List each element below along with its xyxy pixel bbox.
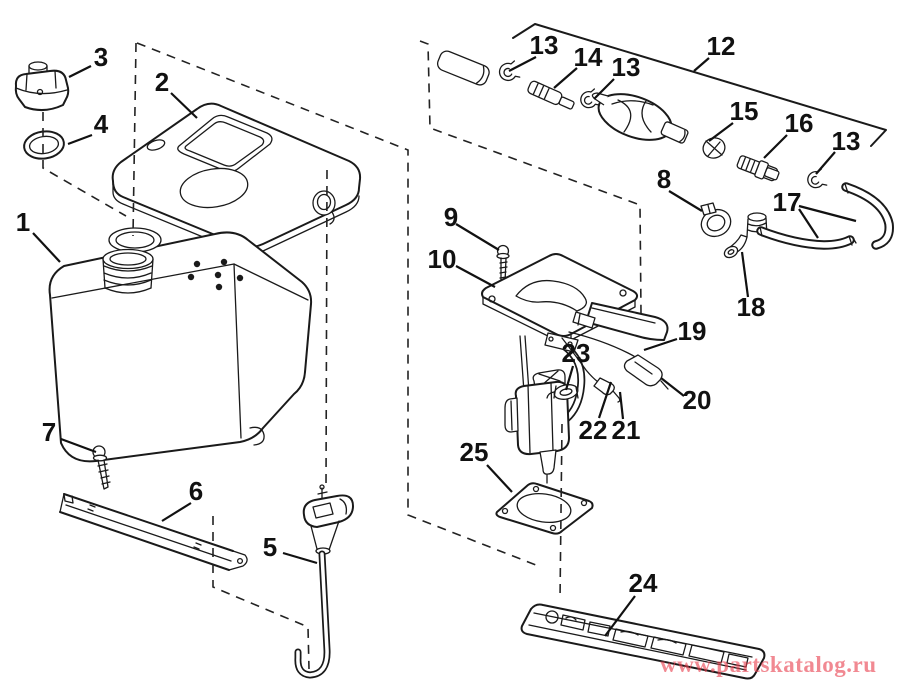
leader-line-2 (170, 92, 198, 119)
callout-label-17: 17 (773, 187, 802, 217)
callout-label-16: 16 (785, 108, 814, 138)
inline-filter (591, 92, 689, 144)
part-flange-gasket (495, 482, 594, 535)
callout-label-18: 18 (737, 292, 766, 322)
pump-outlet-arm (572, 302, 669, 341)
leader-line-25 (486, 464, 513, 493)
part-decal-plate (520, 603, 766, 680)
part-hose-clamp (700, 202, 732, 238)
callout-label-14: 14 (574, 42, 603, 72)
wire-with-connector-19-20 (568, 331, 669, 390)
fitting-16 (736, 155, 780, 182)
part-hoses (756, 182, 894, 250)
hose-stub (436, 50, 490, 86)
callout-label-7: 7 (42, 417, 56, 447)
callout-label-4: 4 (94, 109, 109, 139)
pump-filter-body (504, 380, 570, 484)
leader-line-19 (643, 337, 678, 352)
leader-line-21 (618, 391, 625, 420)
clamp-15 (702, 137, 726, 159)
leader-line-3 (68, 65, 92, 78)
tank-vent-dots (187, 258, 244, 291)
clip-13a (498, 60, 521, 82)
leader-line-5 (282, 551, 318, 565)
part-pickup-tube (294, 484, 354, 679)
tank-opening-ring (108, 227, 162, 253)
callout-label-25: 25 (460, 437, 489, 467)
watermark-text: www.partskatalog.ru (660, 652, 877, 677)
leader-line-13 (508, 56, 537, 72)
callout-label-8: 8 (657, 164, 671, 194)
leader-line-23 (564, 365, 575, 391)
leader-line-7 (60, 437, 97, 454)
callout-label-20: 20 (683, 385, 712, 415)
leader-line-18 (740, 251, 750, 298)
leader-line-16 (763, 134, 788, 159)
part-filler-cap (14, 61, 70, 111)
callout-label-21: 21 (612, 415, 641, 445)
callout-label-9: 9 (444, 202, 458, 232)
leader-line-6 (161, 502, 192, 522)
leader-line-20 (660, 377, 685, 397)
fuel-line-kit (436, 23, 887, 189)
leader-line-22 (597, 381, 613, 419)
callout-label-6: 6 (189, 476, 203, 506)
callout-label-23: 23 (562, 338, 591, 368)
tank-filler-neck (102, 248, 154, 294)
callout-label-3: 3 (94, 42, 108, 72)
kit-bracket-line (512, 23, 887, 147)
fitting-14 (527, 80, 575, 110)
leader-line-12 (693, 57, 710, 72)
callout-label-12: 12 (707, 31, 736, 61)
leader-line-1 (32, 232, 61, 263)
callout-label-1: 1 (16, 207, 30, 237)
part-pump-assembly (481, 253, 669, 484)
part-screw-7 (92, 445, 111, 490)
leader-line-9 (455, 223, 500, 251)
callout-label-19: 19 (678, 316, 707, 346)
cover-grommet (312, 190, 336, 225)
leader-line-4 (67, 133, 93, 146)
callout-label-10: 10 (428, 244, 457, 274)
callout-label-13: 13 (612, 52, 641, 82)
callout-label-13: 13 (832, 126, 861, 156)
leader-line-13 (593, 78, 615, 100)
callout-label-5: 5 (263, 532, 277, 562)
leader-line-13 (815, 151, 836, 175)
clip-13b (580, 88, 601, 109)
leader-line-24 (604, 595, 636, 637)
leader-line-10 (455, 265, 496, 288)
part-cap-gasket (23, 130, 65, 160)
callout-label-13: 13 (530, 30, 559, 60)
callout-label-22: 22 (579, 415, 608, 445)
part-bracket (59, 493, 248, 571)
construction-lines (42, 40, 642, 670)
callout-label-24: 24 (629, 568, 658, 598)
part-cover (111, 102, 362, 255)
callout-label-2: 2 (155, 67, 169, 97)
leader-line-17 (798, 208, 819, 239)
clip-13c (807, 168, 828, 189)
callout-label-15: 15 (730, 96, 759, 126)
leader-line-15 (708, 122, 734, 142)
part-oil-tank (48, 227, 313, 463)
leader-line-8 (668, 190, 703, 212)
leader-line-17 (798, 204, 857, 223)
leader-line-14 (553, 67, 578, 89)
